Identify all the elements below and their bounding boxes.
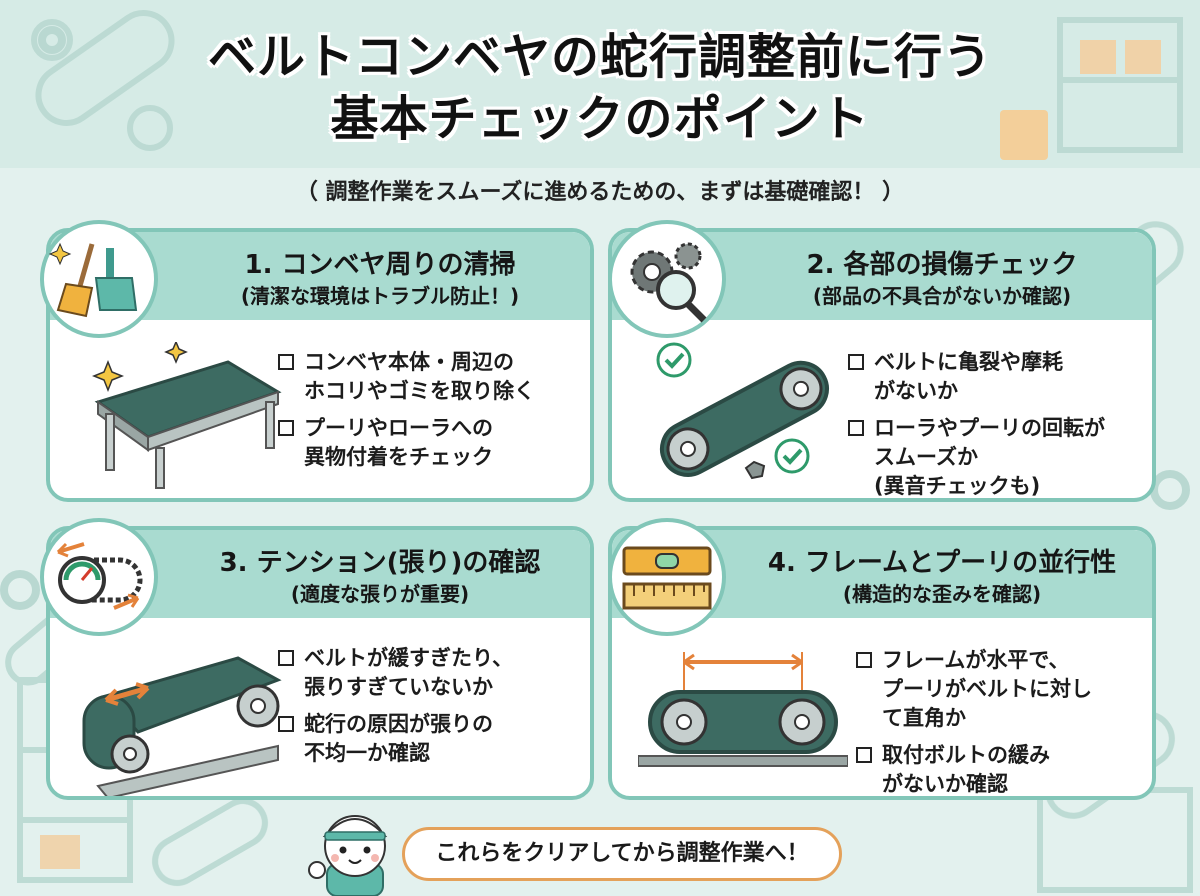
check-text: フレームが水平で、 プーリがベルトに対し て直角か	[882, 648, 1092, 730]
conveyor-illustration	[91, 342, 282, 489]
list-item: ベルトに亀裂や摩耗 がないか	[848, 348, 1152, 406]
card-title: 1. コンベヤ周りの清掃	[244, 250, 516, 280]
check-text: プーリやローラへの 異物付着をチェック	[304, 416, 493, 469]
list-item: ベルトが緩すぎたり、 張りすぎていないか	[278, 644, 588, 702]
level-ruler-icon	[608, 518, 726, 636]
sparkle-icon	[91, 359, 125, 393]
title-line-2: 基本チェックのポイント	[330, 91, 870, 147]
broom-dustpan-icon	[40, 220, 158, 338]
belt-illustration	[656, 342, 829, 480]
card-tension: 3. テンション(張り)の確認 (適度な張りが重要) ベルトが緩すぎたり、 張り…	[46, 526, 594, 800]
check-text: コンベヤ本体・周辺の ホコリやゴミを取り除く	[304, 350, 535, 403]
list-item: プーリやローラへの 異物付着をチェック	[278, 414, 588, 472]
checkbox	[278, 650, 294, 666]
checkbox	[856, 747, 872, 763]
checklist: ベルトに亀裂や摩耗 がないか ローラやプーリの回転が スムーズか (異音チェック…	[848, 348, 1152, 498]
checklist: コンベヤ本体・周辺の ホコリやゴミを取り除く プーリやローラへの 異物付着をチェ…	[278, 348, 588, 480]
card-title: 2. 各部の損傷チェック	[806, 250, 1078, 280]
list-item: コンベヤ本体・周辺の ホコリやゴミを取り除く	[278, 348, 588, 406]
check-text: ベルトに亀裂や摩耗 がないか	[874, 350, 1063, 403]
checkbox	[848, 420, 864, 436]
page-title: ベルトコンベヤの蛇行調整前に行う 基本チェックのポイント	[150, 26, 1050, 150]
gears-magnifier-icon	[608, 220, 726, 338]
checkbox	[278, 354, 294, 370]
frame-pulley-illustration	[638, 652, 848, 767]
tension-illustration	[82, 656, 282, 796]
list-item: 取付ボルトの緩み がないか確認	[856, 741, 1152, 796]
list-item: フレームが水平で、 プーリがベルトに対し て直角か	[856, 646, 1152, 733]
check-text: 蛇行の原因が張りの 不均一か確認	[304, 712, 493, 765]
list-item: ローラやプーリの回転が スムーズか (異音チェックも)	[848, 414, 1152, 498]
card-subtitle: (適度な張りが重要)	[290, 582, 470, 606]
card-subtitle: (構造的な歪みを確認)	[842, 582, 1042, 606]
card-title: 3. テンション(張り)の確認	[219, 548, 541, 578]
card-subtitle: (清潔な環境はトラブル防止！)	[240, 284, 520, 308]
check-text: ローラやプーリの回転が スムーズか (異音チェックも)	[874, 416, 1105, 498]
tension-gauge-icon	[40, 518, 158, 636]
checklist: ベルトが緩すぎたり、 張りすぎていないか 蛇行の原因が張りの 不均一か確認	[278, 644, 588, 776]
checkbox	[856, 652, 872, 668]
checkbox	[278, 420, 294, 436]
list-item: 蛇行の原因が張りの 不均一か確認	[278, 710, 588, 768]
page-subtitle: （ 調整作業をスムーズに進めるための、まずは基礎確認！ ）	[295, 180, 905, 205]
checkbox	[848, 354, 864, 370]
worker-mascot-icon	[308, 815, 388, 896]
title-line-1: ベルトコンベヤの蛇行調整前に行う	[207, 29, 992, 85]
checkbox	[278, 716, 294, 732]
check-icon	[656, 342, 692, 378]
checklist: フレームが水平で、 プーリがベルトに対し て直角か 取付ボルトの緩み がないか確…	[856, 646, 1152, 796]
card-title: 4. フレームとプーリの並行性	[767, 548, 1117, 578]
card-subtitle: (部品の不具合がないか確認)	[812, 284, 1072, 308]
check-text: ベルトが緩すぎたり、 張りすぎていないか	[304, 646, 514, 699]
check-icon	[774, 438, 810, 474]
footer-message-bubble: これらをクリアしてから調整作業へ！	[402, 827, 842, 881]
check-text: 取付ボルトの緩み がないか確認	[882, 743, 1050, 796]
